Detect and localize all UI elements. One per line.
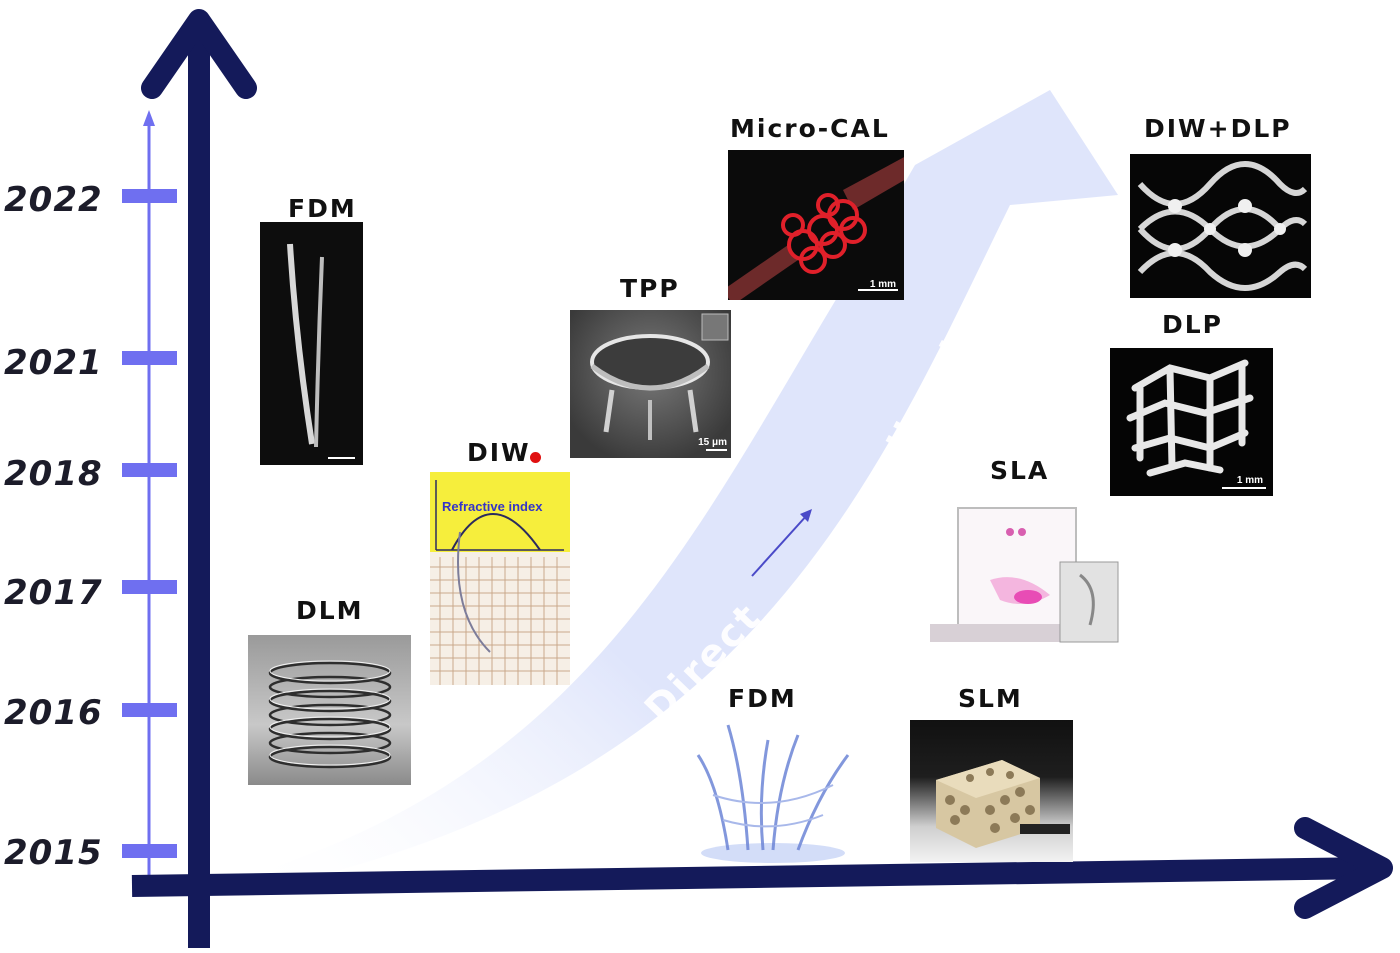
- diw-chart-caption: Refractive index: [442, 499, 543, 514]
- x-axis-arrowhead: [1294, 817, 1393, 919]
- year-label-2021: 2021: [4, 343, 103, 383]
- dlm-image: [248, 635, 411, 785]
- dlp-image: 1 mm: [1110, 348, 1273, 496]
- tpp-scale-label: 15 μm: [698, 437, 727, 448]
- trend-arrow-small: [751, 513, 809, 577]
- slm-image: [910, 720, 1073, 862]
- year-label-2017: 2017: [4, 573, 103, 613]
- diw-red-dot: [530, 452, 541, 463]
- trend-arrow-small-head: [800, 509, 812, 522]
- diw-image: Refractive index: [430, 472, 570, 685]
- dlp-label: DLP: [1162, 310, 1224, 339]
- timeline-ticks: [122, 189, 177, 858]
- trend-band: [265, 90, 1118, 880]
- year-label-2016: 2016: [4, 693, 103, 733]
- micro-cal-scale-label: 1 mm: [869, 279, 896, 290]
- tpp-label: TPP: [620, 274, 680, 303]
- diw-dlp-label: DIW+DLP: [1144, 114, 1292, 143]
- fdm-bottom-image: [688, 715, 858, 865]
- tpp-image: 15 μm: [570, 310, 731, 458]
- timeline-axis-arrowhead: [143, 110, 155, 126]
- micro-cal-image: 1 mm: [728, 150, 904, 300]
- slm-label: SLM: [958, 684, 1023, 713]
- fdm-top-image: [260, 222, 363, 465]
- fdm-top-label: FDM: [288, 194, 357, 223]
- dlm-label: DLM: [296, 596, 364, 625]
- diw-dlp-image: [1130, 154, 1311, 298]
- x-axis: [131, 857, 1376, 897]
- dlp-scale-label: 1 mm: [1236, 475, 1263, 486]
- year-label-2015: 2015: [4, 833, 103, 873]
- micro-cal-label: Micro-CAL: [730, 114, 890, 143]
- diw-label: DIW: [467, 438, 531, 467]
- year-label-2022: 2022: [4, 180, 103, 220]
- sla-image: [930, 500, 1122, 645]
- y-axis-arrowhead: [141, 9, 257, 99]
- year-label-2018: 2018: [4, 454, 103, 494]
- fdm-bottom-label: FDM: [728, 684, 797, 713]
- sla-label: SLA: [990, 456, 1050, 485]
